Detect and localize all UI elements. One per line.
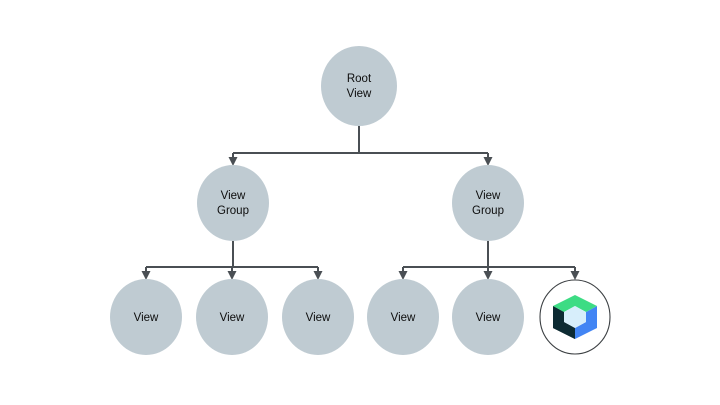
node-leaf-4-label: View [391,312,416,324]
arrow-head-vg-right [483,157,493,166]
node-viewgroup-right[interactable]: View Group [452,165,524,241]
edge-root-to-viewgroups [228,126,493,166]
node-leaf-2[interactable]: View [196,279,268,355]
arrow-head-leaf-5 [483,271,493,280]
node-leaf-compose[interactable] [539,279,611,355]
node-leaf-4-shape [367,279,439,355]
node-viewgroup-left-label-line1: View [221,190,246,202]
node-leaf-5-shape [452,279,524,355]
node-root-view[interactable]: Root View [321,46,397,126]
node-leaf-1[interactable]: View [110,279,182,355]
node-root-view-label-line2: View [347,88,372,100]
arrow-head-leaf-2 [227,271,237,280]
node-root-view-label-line1: Root [347,73,372,85]
node-leaf-3-shape [282,279,354,355]
node-leaf-2-shape [196,279,268,355]
edge-vgright-to-leaves [398,241,580,280]
node-viewgroup-left[interactable]: View Group [197,165,269,241]
node-leaf-1-label: View [134,312,159,324]
node-leaf-5[interactable]: View [452,279,524,355]
node-leaf-3[interactable]: View [282,279,354,355]
node-leaf-1-shape [110,279,182,355]
node-leaf-5-label: View [476,312,501,324]
arrow-head-leaf-compose [570,271,580,280]
node-viewgroup-left-shape [197,165,269,241]
arrow-head-leaf-4 [398,271,408,280]
jetpack-compose-logo-icon [553,295,597,339]
arrow-head-leaf-3 [313,271,323,280]
node-root-view-shape [321,46,397,126]
node-viewgroup-left-label-line2: Group [217,205,249,217]
edge-vgleft-to-leaves [141,241,323,280]
node-viewgroup-right-shape [452,165,524,241]
arrow-head-leaf-1 [141,271,151,280]
node-viewgroup-right-label-line1: View [476,190,501,202]
node-leaf-4[interactable]: View [367,279,439,355]
node-viewgroup-right-label-line2: Group [472,205,504,217]
node-leaf-2-label: View [220,312,245,324]
arrow-head-vg-left [228,157,238,166]
node-leaf-3-label: View [306,312,331,324]
